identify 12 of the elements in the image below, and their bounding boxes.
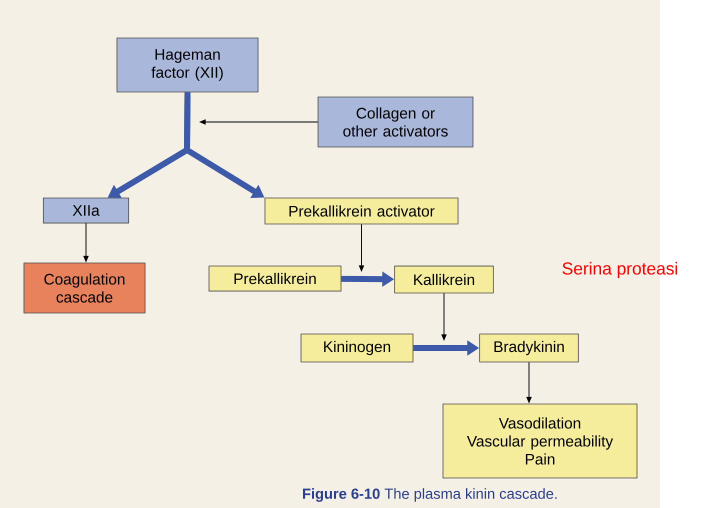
process-box: Kininogen	[300, 334, 414, 362]
process-box: Coagulation cascade	[24, 262, 146, 314]
process-box: Prekallikrein	[208, 266, 342, 292]
figure-caption: Figure 6-10 The plasma kinin cascade.	[303, 488, 557, 502]
process-box: Bradykinin	[479, 334, 579, 362]
process-box: Collagen or other activators	[318, 96, 474, 148]
process-box: Hageman factor (XII)	[116, 38, 258, 92]
process-box: Kallikrein	[394, 266, 494, 294]
process-box: XIIa	[42, 198, 130, 224]
process-box: Prekallikrein activator	[264, 198, 458, 224]
process-box: Vasodilation Vascular permeability Pain	[442, 404, 638, 478]
side-note: Serina proteasi	[562, 262, 678, 278]
